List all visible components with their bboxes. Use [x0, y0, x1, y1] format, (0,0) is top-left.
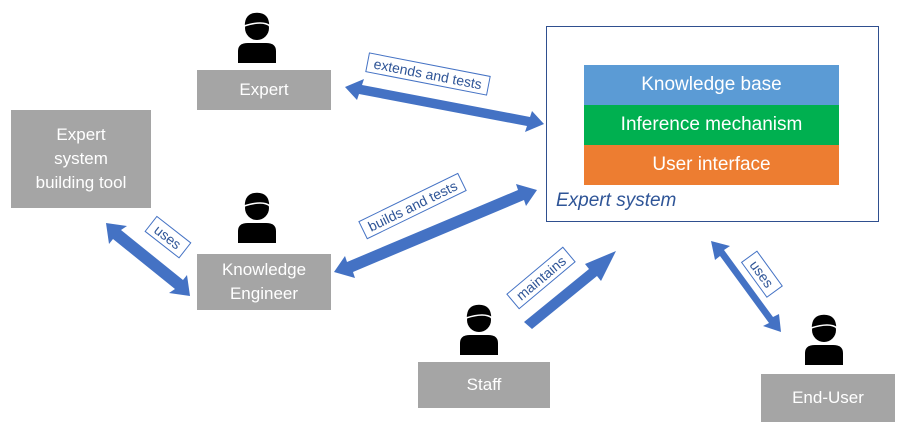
arrow-enduser-system: [711, 241, 781, 332]
layer-inference-mechanism: Inference mechanism: [584, 105, 839, 145]
end-user-person-icon: [805, 313, 843, 365]
end-user-box: End-User: [761, 374, 895, 422]
inference-mechanism-label: Inference mechanism: [620, 114, 803, 135]
staff-person-icon: [460, 303, 498, 355]
layer-knowledge-base: Knowledge base: [584, 65, 839, 105]
expert-person-icon: [238, 11, 276, 63]
expert-box: Expert: [197, 70, 331, 110]
arrow-tool-engineer: [106, 223, 190, 296]
tool-label-line1: Expert: [56, 125, 106, 144]
tool-label-line3: building tool: [35, 173, 127, 192]
layer-user-interface: User interface: [584, 145, 839, 185]
knowledge-engineer-box: Knowledge Engineer: [197, 254, 331, 310]
arrow-engineer-system: [334, 184, 537, 278]
knowledge-base-label: Knowledge base: [641, 74, 782, 95]
tool-label-line2: system: [54, 149, 108, 168]
engineer-label-line2: Engineer: [229, 284, 299, 303]
engineer-label-line1: Knowledge: [221, 260, 307, 279]
tool-box: Expert system building tool: [11, 110, 151, 208]
arrow-staff-system: [524, 251, 616, 329]
end-user-label: End-User: [792, 388, 864, 407]
staff-box: Staff: [418, 362, 550, 408]
engineer-person-icon: [238, 191, 276, 243]
staff-label: Staff: [466, 375, 502, 394]
expert-system-label: Expert system: [556, 190, 677, 211]
expert-label: Expert: [239, 80, 289, 99]
arrow-expert-system: [345, 79, 544, 132]
user-interface-label: User interface: [652, 154, 771, 175]
